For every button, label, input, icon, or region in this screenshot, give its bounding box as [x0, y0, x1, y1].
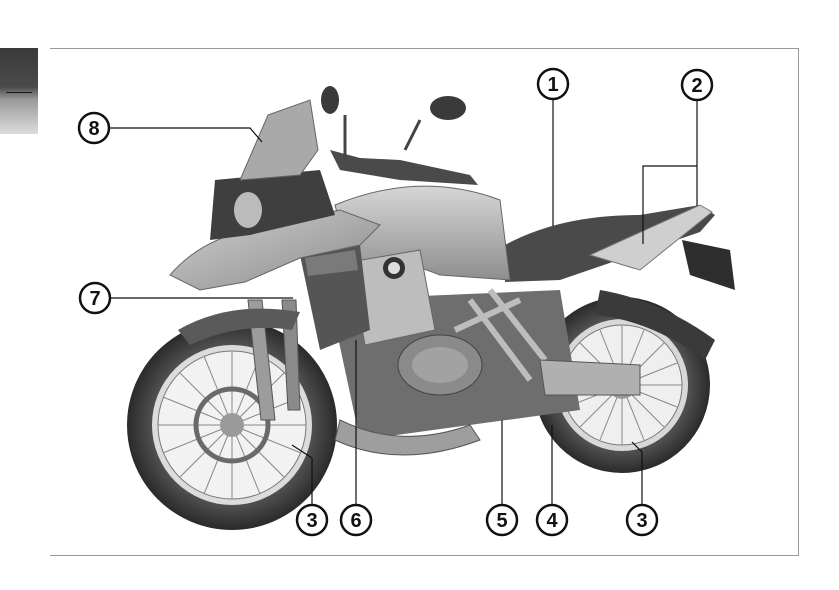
callout-4: 4: [537, 505, 567, 535]
callout-5-label: 5: [496, 510, 507, 532]
callout-8: 8: [79, 113, 109, 143]
callout-3-rear: 3: [627, 505, 657, 535]
callout-6: 6: [341, 505, 371, 535]
callout-2-label: 2: [691, 75, 702, 97]
callout-6-label: 6: [350, 510, 361, 532]
callout-2: 2: [682, 70, 712, 100]
callout-3-front: 3: [297, 505, 327, 535]
callout-5: 5: [487, 505, 517, 535]
windshield: [240, 100, 318, 180]
callout-7: 7: [80, 283, 110, 313]
callout-8-label: 8: [88, 118, 99, 140]
callout-3-front-label: 3: [306, 510, 317, 532]
swingarm: [540, 360, 640, 395]
callout-7-label: 7: [89, 288, 100, 310]
callout-4-label: 4: [546, 510, 558, 532]
callout-1: 1: [538, 69, 568, 99]
callout-3-rear-label: 3: [636, 510, 647, 532]
handlebars-mirrors: [321, 86, 478, 185]
front-wheel: [127, 320, 337, 530]
callout-1-label: 1: [547, 74, 558, 96]
